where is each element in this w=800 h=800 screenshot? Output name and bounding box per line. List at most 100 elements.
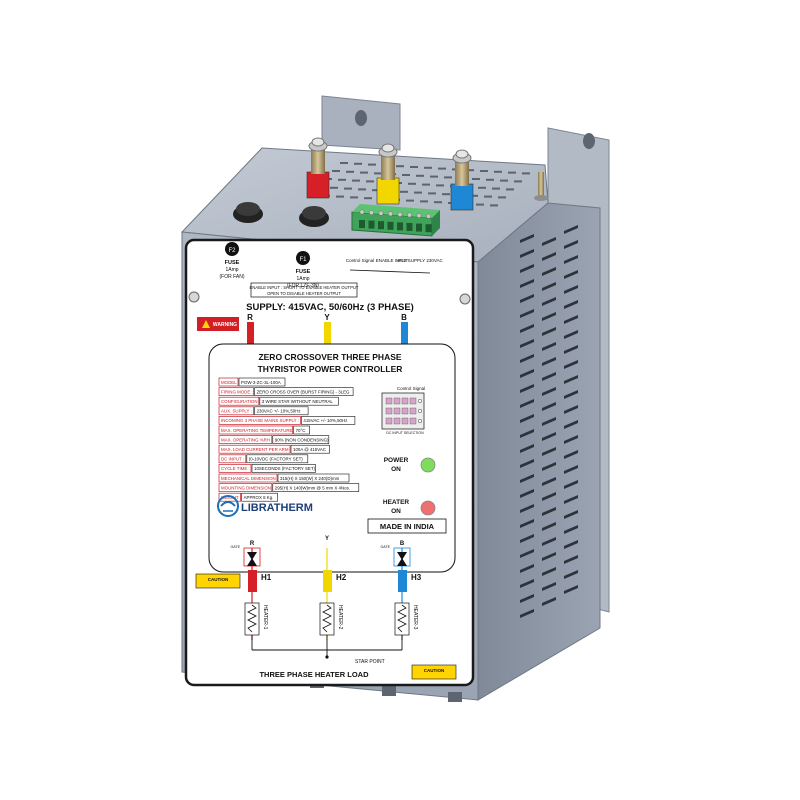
heater-led-icon <box>420 500 436 516</box>
phase-label: Y <box>325 536 329 542</box>
vent-slot <box>520 399 534 408</box>
vent-slot <box>564 240 578 249</box>
vent-slot <box>564 525 578 534</box>
enable-note: OPEN TO DISABLE HEATER OUTPUT <box>267 291 341 296</box>
vent-slot <box>406 199 414 202</box>
vent-slot <box>564 360 578 369</box>
phase-terminal-b <box>450 149 474 211</box>
spec-key: MAX. LOAD CURRENT PER ARM : <box>221 447 291 452</box>
phase-bar <box>323 570 332 592</box>
fuse-purpose: (FOR FAN) <box>220 274 245 280</box>
vent-slot <box>522 172 530 175</box>
vent-slot <box>542 357 556 366</box>
vent-slot <box>542 342 556 351</box>
enable-note: ENABLE INPUT : SHORT TO ENABLE HEATER OU… <box>250 285 359 290</box>
vent-slot <box>340 162 348 164</box>
vent-slot <box>564 375 578 384</box>
title-line-2: THYRISTOR POWER CONTROLLER <box>258 364 403 374</box>
screw-icon <box>459 293 471 305</box>
spec-key: DC INPUT : <box>221 457 244 462</box>
side-panel <box>477 202 601 701</box>
title-line-1: ZERO CROSSOVER THREE PHASE <box>258 352 401 362</box>
circuit-diagram: RGATEH1HEATER-1YH2HEATER-2BGATEH3HEATER-… <box>230 536 422 659</box>
mounting-hole <box>583 133 595 149</box>
vent-slot <box>564 330 578 339</box>
phase-legend-y: Y <box>324 313 331 344</box>
caution-label: CAUTION <box>411 664 457 680</box>
phase-label: B <box>400 541 405 547</box>
vent-slot <box>492 187 500 190</box>
heater-id: H1 <box>261 573 272 582</box>
thyristor-icon <box>247 552 257 560</box>
terminal-label: AUX SUPPLY 230VAC <box>397 258 443 263</box>
vent-slot <box>564 480 578 489</box>
vent-slot <box>422 183 430 186</box>
spec-row: CONFIGURATION :3 WIRE STAR WITHOUT NEUTR… <box>218 396 339 406</box>
spec-row: MAX. LOAD CURRENT PER ARM :100A @ 415VAC <box>218 444 330 454</box>
vent-slot <box>520 609 534 618</box>
thyristor-icon <box>397 558 407 566</box>
made-in-text: MADE IN INDIA <box>380 522 435 531</box>
vent-slot <box>564 285 578 294</box>
vent-slot <box>410 166 418 168</box>
vent-slot <box>520 504 534 513</box>
vent-slot <box>564 570 578 579</box>
resistor-icon <box>397 604 407 633</box>
vent-slot <box>336 195 344 198</box>
vent-slot <box>542 327 556 336</box>
vent-slot <box>350 196 358 199</box>
vent-slot <box>484 195 492 198</box>
brand-logo: LIBRATHERM <box>217 495 313 517</box>
mounting-hole <box>355 110 367 126</box>
spec-value: 10SECONDS (FACTORY SET) <box>254 466 316 471</box>
gate-label: GATE <box>230 545 240 549</box>
fuse-purpose: (FOR LZF-3N) <box>287 283 320 289</box>
vent-slot <box>542 267 556 276</box>
phase-label: R <box>247 313 253 322</box>
vent-slot <box>478 186 486 189</box>
vent-slot <box>564 255 578 264</box>
spec-value: 90% (NON CONDENSING) <box>275 437 329 442</box>
vent-slot <box>498 196 506 199</box>
heater-id: H2 <box>336 573 347 582</box>
indicator-label: POWER <box>384 457 409 464</box>
vent-slot <box>542 477 556 486</box>
spec-value: POW-3-ZC-3L-100A <box>241 380 281 385</box>
spec-row: MAX. OPERATING %RH :90% (NON CONDENSING) <box>218 435 330 444</box>
vent-slot <box>542 417 556 426</box>
spec-key: CONFIGURATION : <box>221 399 260 404</box>
power-indicator: POWER ON <box>384 457 436 473</box>
vent-slot <box>490 204 498 207</box>
vent-slot <box>330 186 338 189</box>
spec-value: 315(H) X 150(W) X 240(D)mm <box>280 476 340 481</box>
spec-row: MOUNTING DIMENSION :295(H) X 140(W)mm @ … <box>218 483 360 492</box>
phase-legend-r: R <box>247 313 254 344</box>
spec-value: 230VAC +/- 10%,50Hz <box>257 409 301 414</box>
caution-text: CAUTION <box>424 668 445 673</box>
vent-slot <box>520 564 534 573</box>
fuse-f1: F1 FUSE 1Amp (FOR LZF-3N) <box>287 251 320 289</box>
dip-footer: DC INPUT SELECTION <box>386 431 424 435</box>
vent-slot <box>402 174 410 176</box>
vent-slot <box>542 282 556 291</box>
power-led-icon <box>420 457 436 473</box>
spec-key: FIRING MODE : <box>221 389 253 394</box>
indicator-label: ON <box>391 508 401 515</box>
vent-slot <box>520 594 534 603</box>
spec-key: CYCLE TIME : <box>221 466 250 471</box>
vent-slot <box>520 234 534 243</box>
heater-name: HEATER-3 <box>412 605 418 630</box>
vent-slot <box>542 462 556 471</box>
vent-slot <box>420 200 428 203</box>
spec-row: DC INPUT :(0-10VDC (FACTORY SET) <box>218 454 309 464</box>
vent-slot <box>542 552 556 561</box>
spec-key: MODEL : <box>221 380 239 385</box>
fuse-id: F2 <box>228 248 236 254</box>
vent-slot <box>564 510 578 519</box>
spec-key: MECHANICAL DIMENSION : <box>221 476 278 481</box>
vent-slot <box>520 354 534 363</box>
dip-switch-panel: Control Signal DC INPUT SELECTION <box>381 386 425 435</box>
